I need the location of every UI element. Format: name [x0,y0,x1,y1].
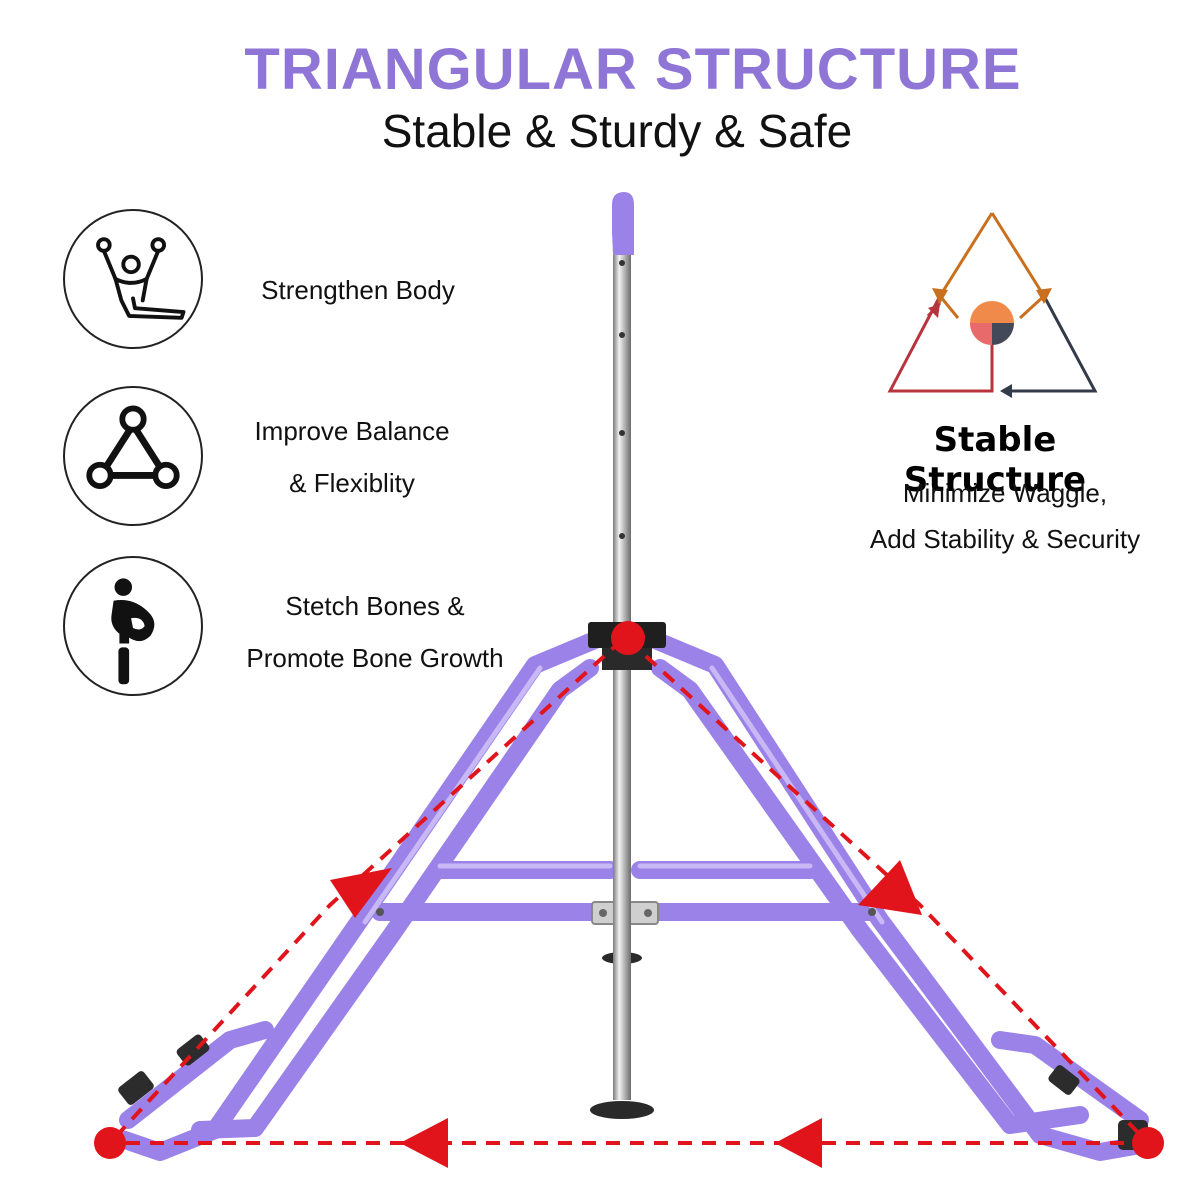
feature-text-bones: Stetch Bones & Promote Bone Growth [246,591,504,673]
foot-cap [1048,1065,1080,1095]
page-title: TRIANGULAR STRUCTURE [244,37,1022,102]
force-arrow [330,868,392,918]
stretching-person-icon [63,556,203,696]
floor-pad [590,1101,654,1119]
force-node [1132,1127,1164,1159]
triangle-nodes-icon [63,386,203,526]
feature-text-balance: Improve Balance & Flexiblity [254,416,450,498]
page-subtitle: Stable & Sturdy & Safe [381,105,853,157]
force-node [611,621,645,655]
force-arrow [858,860,922,915]
foot-cap [118,1071,154,1105]
force-node [94,1127,126,1159]
stable-structure-title: Stable Structure [903,420,1087,500]
force-arrow [775,1118,822,1168]
force-arrow [400,1118,448,1168]
feature-text-strengthen: Strengthen Body [261,275,455,305]
stable-structure-description: Minimize Waggle, Add Stability & Securit… [869,478,1141,554]
stability-triangle-icon [887,212,1098,398]
ring-gymnast-icon [63,209,203,349]
